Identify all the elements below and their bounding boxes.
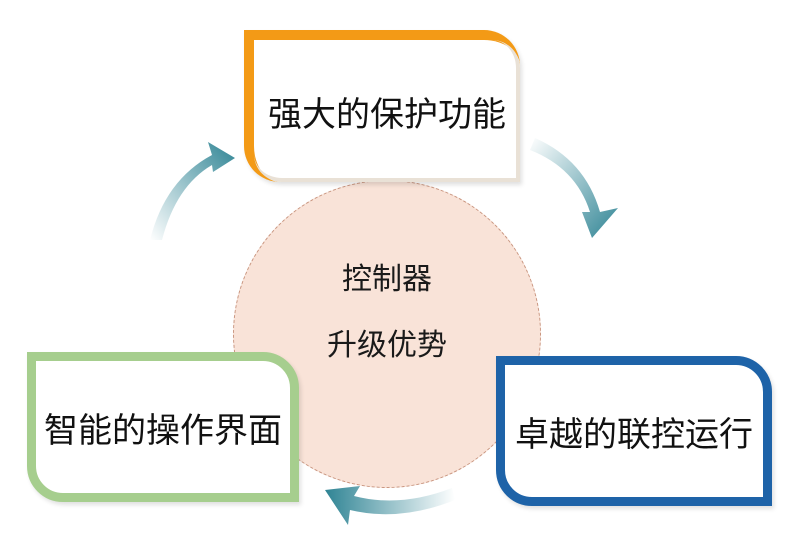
center-title-line2: 升级优势 <box>327 328 447 363</box>
arrow-top-to-right-icon <box>530 138 618 238</box>
node-interface: 智能的操作界面 <box>27 352 299 502</box>
arrow-right-to-left-icon <box>325 486 455 525</box>
arrow-left-to-top-icon <box>150 142 235 240</box>
center-title-line1: 控制器 <box>342 262 432 297</box>
node-linked-control-label: 卓越的联控运行 <box>515 414 753 455</box>
node-protection-label: 强大的保护功能 <box>268 94 506 135</box>
node-interface-label: 智能的操作界面 <box>44 410 282 451</box>
node-protection: 强大的保护功能 <box>244 30 520 182</box>
node-linked-control: 卓越的联控运行 <box>496 356 772 506</box>
